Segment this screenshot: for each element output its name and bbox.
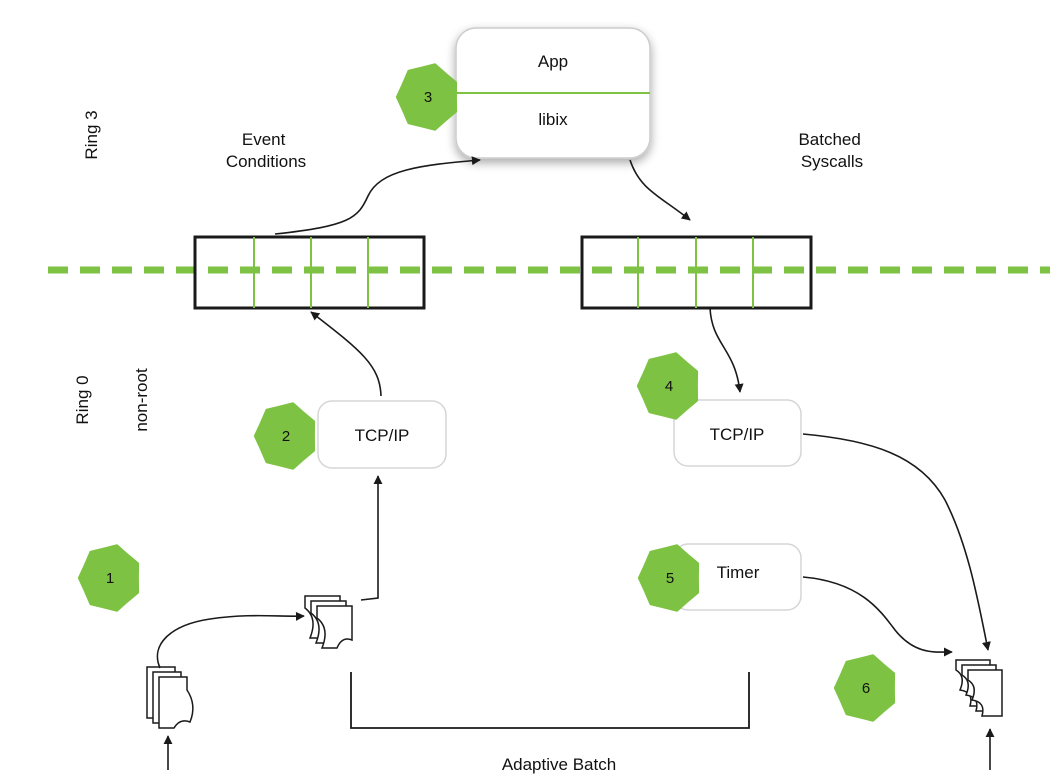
packet-stack-right xyxy=(955,659,1003,717)
badge-shape xyxy=(833,654,896,722)
event-queue xyxy=(193,235,426,310)
arrow-timer-to-output xyxy=(802,576,953,657)
badge-shape xyxy=(637,544,700,612)
ring0-label: Ring 0 xyxy=(73,375,92,424)
step-badge-2: 2 xyxy=(253,402,316,470)
badge-number: 5 xyxy=(666,570,674,587)
badge-shape xyxy=(253,402,316,470)
libix-label: libix xyxy=(538,110,568,129)
step-badge-1: 1 xyxy=(77,544,140,612)
badge-shape xyxy=(395,63,458,131)
badge-number: 3 xyxy=(424,89,432,106)
arrow-event-to-app xyxy=(274,156,481,235)
badge-shape xyxy=(77,544,140,612)
arrow-app-to-syscall-queue xyxy=(629,159,691,221)
badge-number: 6 xyxy=(862,680,870,697)
adaptive-batch-bracket xyxy=(350,672,750,729)
packet-stack-left xyxy=(146,666,194,729)
step-badge-3: 3 xyxy=(395,63,458,131)
badge-shape xyxy=(636,352,699,420)
adaptive-batch-label: Adaptive Batch xyxy=(502,755,616,774)
timer-label: Timer xyxy=(717,563,760,582)
tcpip-right-box: TCP/IP xyxy=(673,399,802,467)
app-label: App xyxy=(538,52,568,71)
ring3-label: Ring 3 xyxy=(82,110,101,159)
arrow-input-packets-to-middle xyxy=(156,611,305,669)
syscall-queue xyxy=(580,235,813,310)
packet-stack-middle xyxy=(304,595,353,649)
step-badge-4: 4 xyxy=(636,352,699,420)
arrow-packets-to-tcpip xyxy=(360,475,383,601)
tcpip-left-box: TCP/IP xyxy=(317,400,447,469)
badge-number: 4 xyxy=(665,378,673,395)
timer-box: Timer xyxy=(673,543,802,611)
tcpip-right-label: TCP/IP xyxy=(710,425,765,444)
tcpip-left-label: TCP/IP xyxy=(355,426,410,445)
step-badges: 1 2 3 4 5 6 xyxy=(77,63,896,722)
batched-syscalls-label: Batched Syscalls xyxy=(798,130,865,171)
arrow-tcpip-to-output xyxy=(802,433,991,651)
badge-number: 1 xyxy=(106,570,114,587)
arrow-syscall-queue-to-tcpip xyxy=(709,307,744,393)
step-badge-5: 5 xyxy=(637,544,700,612)
step-badge-6: 6 xyxy=(833,654,896,722)
arrow-tcpip-to-event-queue xyxy=(310,311,382,397)
event-conditions-label: Event Conditions xyxy=(226,130,306,171)
nonroot-label: non-root xyxy=(132,368,151,432)
flow-arrows xyxy=(156,156,995,770)
badge-number: 2 xyxy=(282,428,290,445)
app-box: App libix xyxy=(455,27,651,159)
